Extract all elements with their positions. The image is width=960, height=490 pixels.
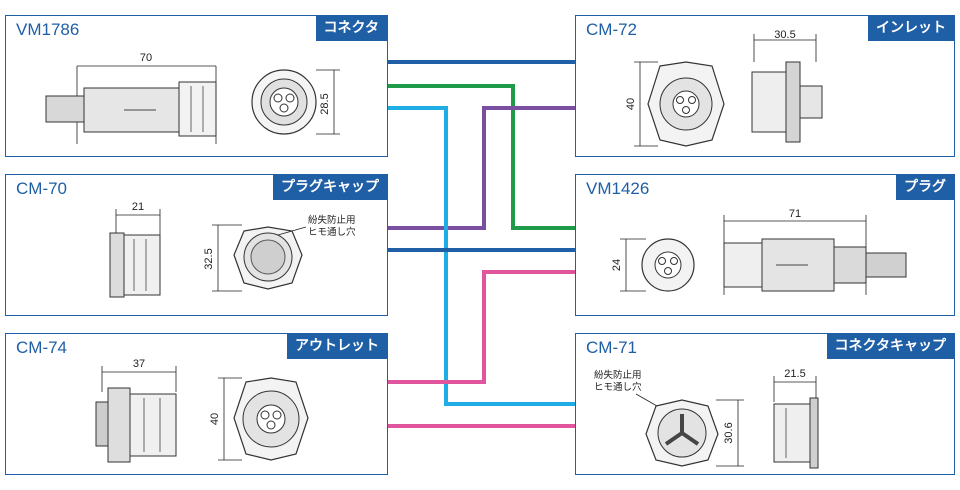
product-type-badge: プラグキャップ: [273, 175, 387, 200]
connector-cap-drawing: 紛失防止用 ヒモ通し穴 30.6 21.5: [594, 368, 819, 469]
plug-drawing: 71 24: [611, 208, 907, 295]
dim-height-label: 28.5: [319, 93, 331, 114]
product-code: VM1426: [586, 179, 650, 198]
dim-width-label: 37: [133, 358, 145, 370]
note-line-1: 紛失防止用: [308, 214, 356, 226]
dim-height-label: 24: [611, 259, 623, 271]
dim-width-label: 71: [789, 208, 801, 220]
dim-width-label: 21: [132, 201, 144, 213]
dim-height-label: 32.5: [203, 248, 215, 269]
product-type-badge: コネクタキャップ: [826, 334, 954, 359]
product-code: CM-71: [586, 338, 638, 357]
outlet-drawing: 37 40: [95, 358, 309, 463]
product-code: CM-70: [16, 179, 68, 198]
dim-height-label: 30.6: [723, 422, 735, 443]
connector-drawing: 70 28.5: [45, 52, 340, 144]
card-cm74: CM-74 アウトレット 37 40: [5, 333, 388, 475]
product-type-badge: プラグ: [896, 175, 954, 200]
wire-purple: [386, 106, 576, 230]
wire-green: [386, 84, 576, 230]
inlet-drawing: 30.5 40: [625, 29, 823, 147]
wire-pink-upper: [386, 270, 576, 384]
card-vm1426: VM1426 プラグ 71 24: [575, 174, 955, 316]
dim-width-label: 30.5: [774, 29, 795, 41]
product-type-badge: インレット: [868, 16, 954, 41]
note-line-2: ヒモ通し穴: [308, 226, 356, 238]
dim-width-label: 21.5: [784, 368, 805, 380]
card-cm71: CM-71 コネクタキャップ 紛失防止用 ヒモ通し穴 30.6 21.5: [575, 333, 955, 475]
card-cm72: CM-72 インレット 30.5 40: [575, 15, 955, 157]
dim-width-label: 70: [140, 52, 152, 64]
note-line-1: 紛失防止用: [594, 369, 642, 381]
product-type-badge: コネクタ: [315, 16, 387, 41]
wire-cyan: [386, 106, 576, 406]
card-cm70: CM-70 プラグキャップ 21 32.5 紛失防止用 ヒモ通し穴: [5, 174, 388, 316]
product-code: CM-74: [16, 338, 68, 357]
product-code: CM-72: [586, 20, 638, 39]
card-vm1786: VM1786 コネクタ 70 28.5: [5, 15, 388, 157]
product-code: VM1786: [16, 20, 80, 39]
product-type-badge: アウトレット: [287, 334, 387, 359]
note-line-2: ヒモ通し穴: [594, 381, 642, 393]
dim-height-label: 40: [209, 413, 221, 425]
plug-cap-drawing: 21 32.5 紛失防止用 ヒモ通し穴: [109, 201, 356, 298]
dim-height-label: 40: [625, 98, 637, 110]
